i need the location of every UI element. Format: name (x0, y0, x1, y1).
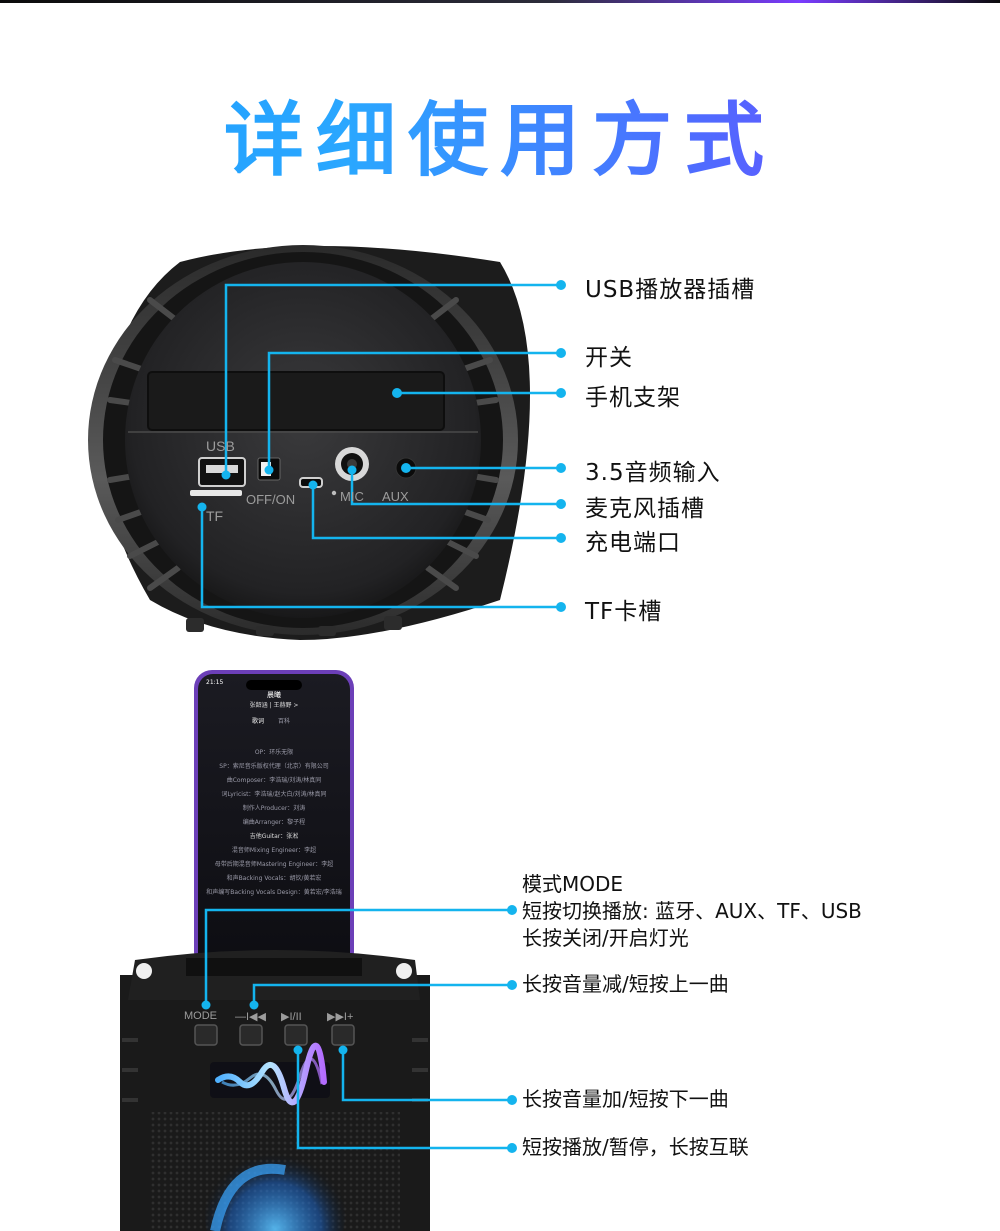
phone-credit: 和声Backing Vocals：胡钦/黄若宏 (226, 875, 322, 882)
phone-credit: OP：环乐无限 (254, 749, 294, 756)
switch-label: OFF/ON (246, 492, 296, 507)
callout-mode-short: 短按切换播放: 蓝牙、AUX、TF、USB (522, 899, 862, 923)
usb-port-label: USB (206, 438, 235, 454)
callout-power-switch: 开关 (585, 345, 633, 371)
callout-play: 短按播放/暂停，长按互联 (522, 1135, 749, 1159)
top-gradient-bar (0, 0, 1000, 3)
aux-port-label: AUX (382, 489, 409, 504)
prev-button-label: —I◀◀ (235, 1011, 266, 1023)
phone-credit: 和声编写Backing Vocals Design：黄若宏/李浩瑞 (206, 889, 342, 896)
phone-credit: SP：索尼音乐版权代理（北京）有限公司 (219, 763, 329, 770)
callout-mic-slot: 麦克风插槽 (585, 496, 705, 522)
phone-song-title: 晨曦 (267, 691, 281, 699)
callout-phone-holder: 手机支架 (585, 385, 681, 411)
phone-credit: 混音师Mixing Engineer：李超 (231, 847, 317, 854)
next-button-label: ▶▶I+ (327, 1011, 354, 1023)
phone-credit: 制作人Producer：刘涛 (242, 805, 306, 812)
speaker-front-view (120, 950, 430, 1231)
top-callout-dots (197, 280, 566, 612)
phone-tab-lyrics: 歌词 (252, 718, 265, 725)
phone-credit: 母带后期混音师Mastering Engineer：李超 (214, 861, 334, 868)
mode-button-label: MODE (184, 1010, 217, 1022)
phone-credit: 吉他Guitar：张淞 (249, 833, 299, 840)
phone-time: 21:15 (206, 679, 224, 686)
callout-aux-input: 3.5音频输入 (585, 460, 721, 486)
callout-charge-port: 充电端口 (585, 530, 681, 556)
callout-next: 长按音量加/短按下一曲 (522, 1087, 729, 1111)
phone-credit: 曲Composer：李浩瑞/刘涛/林真同 (226, 777, 322, 784)
callout-prev: 长按音量减/短按上一曲 (522, 972, 729, 996)
callout-mode-title: 模式MODE (522, 872, 624, 896)
phone-song-artist: 张韶涵 | 王赫野 > (249, 702, 299, 709)
mic-port-label: MIC (340, 489, 364, 504)
phone-tab-wiki: 百科 (278, 718, 291, 725)
bottom-callout-dots (201, 905, 517, 1153)
speaker-top-view (88, 245, 530, 640)
tf-port-label: TF (206, 508, 224, 524)
phone (194, 670, 354, 970)
top-callout-lines (200, 283, 560, 609)
play-button-label: ▶I/II (281, 1011, 302, 1023)
phone-credit: 编曲Arranger：黎子程 (242, 819, 306, 826)
bottom-callout-lines (204, 908, 512, 1150)
callout-mode-long: 长按关闭/开启灯光 (522, 926, 689, 950)
callout-tf-slot: TF卡槽 (585, 599, 663, 625)
callout-usb-slot: USB播放器插槽 (585, 277, 756, 303)
phone-credit: 词Lyricist：李浩瑞/赵大白/刘涛/林真同 (221, 791, 327, 798)
page-title: 详细使用方式 (0, 76, 1000, 192)
